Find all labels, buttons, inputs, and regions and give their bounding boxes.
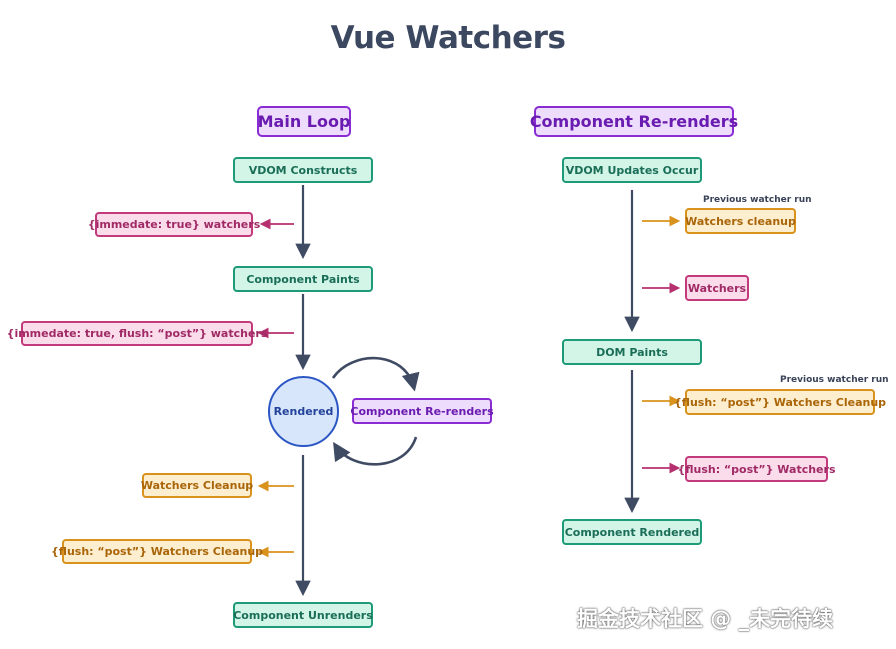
component-rerenders-node: Component Re-renders — [350, 398, 494, 424]
post-watchers-cleanup-node: {flush: “post”} Watchers Cleanup — [51, 539, 263, 564]
vdom-constructs-node: VDOM Constructs — [233, 157, 373, 183]
previous-run-note-2: Previous watcher run — [780, 375, 889, 385]
component-rendered-node: Component Rendered — [562, 519, 702, 545]
rendered-node: Rendered — [268, 376, 339, 447]
dom-paints-node: DOM Paints — [562, 339, 702, 365]
rr-watchers-cleanup-node: Watchers cleanup — [685, 208, 796, 234]
component-paints-node: Component Paints — [233, 266, 373, 292]
component-unrenders-node: Component Unrenders — [233, 602, 373, 628]
page-title: Vue Watchers — [330, 20, 566, 56]
rr-post-watchers-cleanup-node: {flush: “post”} Watchers Cleanup — [674, 389, 886, 415]
watermark-text: 掘金技术社区 @ _未完待续 — [577, 607, 834, 631]
rr-post-watchers-node: {flush: “post”} Watchers — [678, 456, 836, 482]
arrow-rerenders-to-rendered — [333, 436, 418, 466]
vdom-updates-node: VDOM Updates Occur — [562, 157, 702, 183]
previous-run-note-1: Previous watcher run — [703, 195, 812, 205]
immediate-post-watchers-node: {immedate: true, flush: “post”} watchers — [7, 321, 267, 346]
rerenders-header: Component Re-renders — [530, 106, 738, 137]
main-loop-header: Main Loop — [257, 106, 351, 137]
rr-watchers-node: Watchers — [685, 275, 749, 301]
immediate-watchers-node: {immedate: true} watchers — [88, 212, 260, 237]
watchers-cleanup-node: Watchers Cleanup — [141, 473, 253, 498]
arrow-rendered-to-rerenders — [331, 356, 420, 392]
